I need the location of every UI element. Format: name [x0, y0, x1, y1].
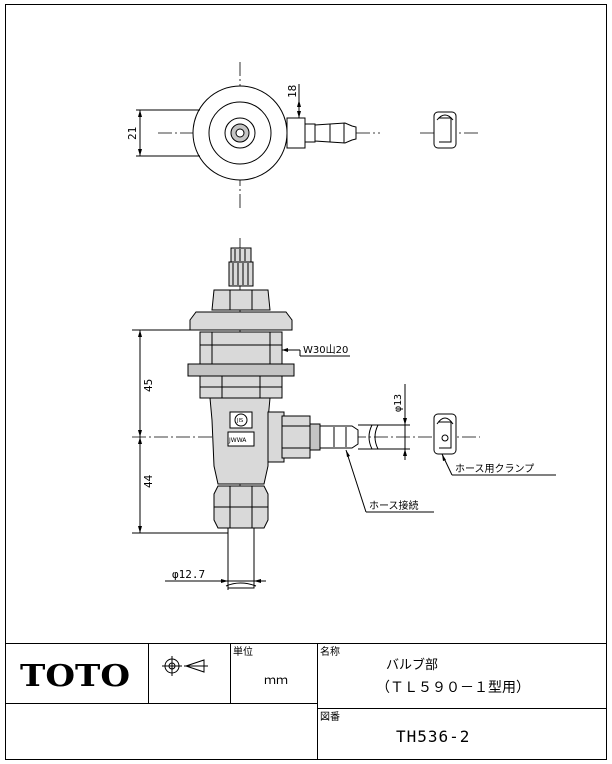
projection-symbol-icon: [162, 656, 208, 676]
callout-hose-connection: ホース接続: [369, 499, 419, 512]
top-view: 21 18: [126, 62, 380, 210]
dim-height-lower: 44: [142, 474, 155, 488]
dim-top-nipple: 18: [286, 85, 299, 98]
part-name-line2: （ＴＬ５９０－１型用）: [376, 680, 530, 696]
sheet-border: [5, 4, 607, 760]
part-name-line1: バルブ部: [386, 657, 438, 673]
dim-pipe-diameter: φ12.7: [172, 568, 205, 581]
mark-jwwa: JWWA: [228, 437, 247, 444]
unit-value: ｍｍ: [264, 673, 288, 687]
dim-hose-diameter: φ13: [393, 394, 404, 412]
callouts: W30山20 ホース接続 ホース用クランプ: [282, 344, 556, 513]
mark-jis: JIS: [236, 418, 243, 424]
drawing-number-label: 図番: [320, 711, 340, 723]
callout-thread: W30山20: [303, 344, 348, 356]
drawing-number: TH536-2: [396, 727, 470, 746]
title-block: TOTO 単位 ｍｍ 名称 バルブ部 （ＴＬ５９０－１型用） 図番 TH536-…: [5, 643, 607, 760]
dim-top-width: 21: [126, 127, 139, 140]
hose-clamp-top: [420, 111, 480, 149]
brand-logo: TOTO: [20, 659, 130, 694]
unit-label: 単位: [233, 645, 253, 658]
front-view: JIS JWWA: [132, 238, 480, 590]
dim-height-upper: 45: [142, 379, 155, 392]
name-label: 名称: [320, 645, 340, 658]
callout-hose-clamp: ホース用クランプ: [455, 463, 534, 475]
hose-clamp-front: [433, 413, 457, 455]
front-dimensions: 45 44 φ13 φ12.7: [132, 329, 410, 590]
